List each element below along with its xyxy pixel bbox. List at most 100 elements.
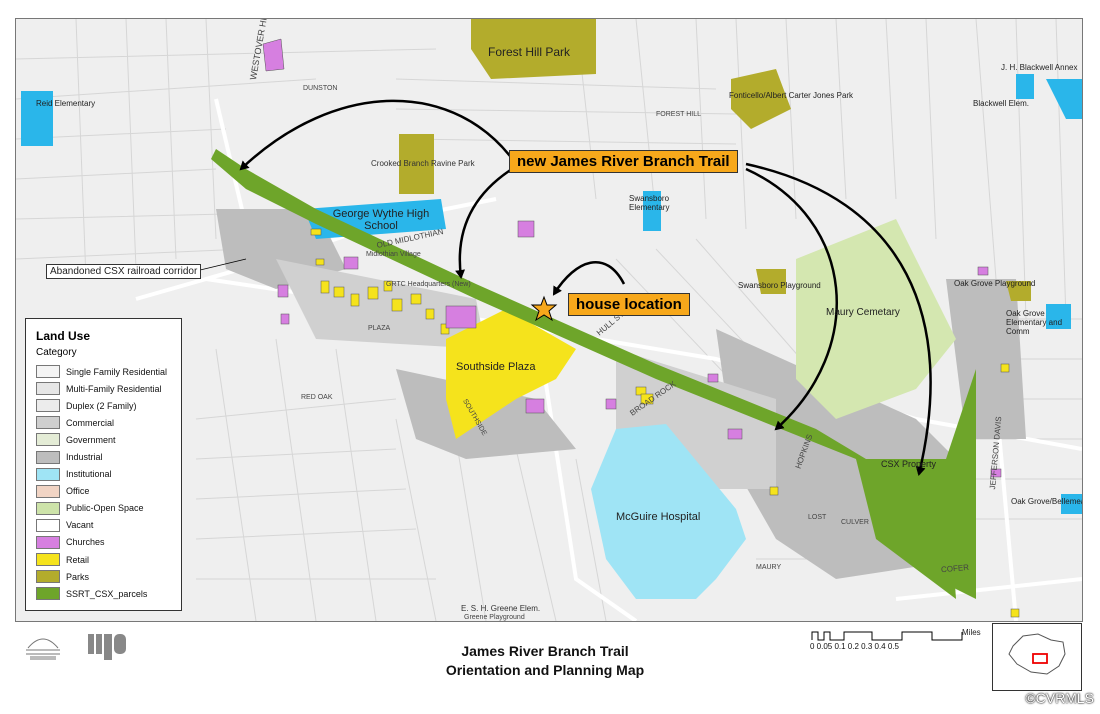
southside-plaza-label: Southside Plaza (456, 361, 536, 373)
legend-item-label: Vacant (66, 520, 94, 531)
blackwell-annex-label: J. H. Blackwell Annex (1001, 63, 1078, 72)
csx-property-label: CSX Property (881, 459, 937, 469)
legend-item: Government (36, 431, 167, 448)
street-forest-hill: FOREST HILL (656, 111, 701, 118)
crooked-branch-label: Crooked Branch Ravine Park (371, 159, 475, 168)
legend-item-label: Public-Open Space (66, 503, 144, 514)
street-maury: MAURY (756, 564, 782, 571)
greene-playground-label: Greene Playground (464, 614, 525, 621)
southside-plaza-shape (446, 309, 576, 439)
legend-item-label: Parks (66, 571, 90, 582)
house-star-icon (530, 295, 558, 322)
legend-swatch (36, 365, 60, 379)
legend-item: Public-Open Space (36, 500, 167, 517)
legend-category-label: Category (36, 347, 77, 358)
mpo-logo-icon (88, 634, 126, 660)
scale-unit: Miles (962, 628, 981, 637)
forest-hill-park-label: Forest Hill Park (488, 45, 571, 59)
legend-item-label: Government (66, 434, 116, 445)
street-red-oak: RED OAK (301, 394, 333, 401)
grtc-label: GRTC Headquarters (New) (386, 281, 471, 288)
legend-swatch (36, 553, 60, 567)
legend-title: Land Use (36, 329, 91, 343)
trail-callout: new James River Branch Trail (509, 150, 738, 173)
oak-grove-playground-label: Oak Grove Playground (954, 279, 1036, 288)
swansboro-playground-label: Swansboro Playground (738, 281, 821, 290)
legend-item-label: Duplex (2 Family) (66, 400, 137, 411)
legend-item: Vacant (36, 517, 167, 534)
copyright-watermark: ©CVRMLS (1025, 690, 1094, 706)
legend-item-label: Commercial (66, 417, 115, 428)
map-legend: Land Use Category Single Family Resident… (25, 318, 182, 611)
legend-item: Multi-Family Residential (36, 380, 167, 397)
greene-elem-label: E. S. H. Greene Elem. (461, 604, 541, 613)
reid-elem-label: Reid Elementary (36, 99, 96, 108)
logo-icons (26, 634, 126, 660)
legend-item-label: Churches (66, 537, 105, 548)
legend-item-label: Industrial (66, 452, 103, 463)
locator-inset (992, 623, 1082, 691)
house-location-callout: house location (568, 293, 690, 316)
corridor-callout: Abandoned CSX railroad corridor (46, 264, 202, 279)
legend-swatch (36, 450, 60, 464)
street-grid (16, 19, 1082, 621)
midlothian-village-label: Midlothian Village (366, 251, 421, 258)
legend-item-label: Single Family Residential (66, 366, 168, 377)
land-use-map[interactable]: Forest Hill Park Fonticello/Albert Carte… (15, 18, 1083, 622)
map-canvas (16, 19, 1082, 621)
map-title: James River Branch Trail Orientation and… (400, 642, 690, 680)
legend-swatch (36, 467, 60, 481)
legend-swatch (36, 382, 60, 396)
legend-item: Retail (36, 551, 167, 568)
mcguire-hospital-shape (591, 424, 746, 599)
blackwell-elem-label: Blackwell Elem. (973, 99, 1030, 108)
scale-numbers: 0 0.05 0.1 0.2 0.3 0.4 0.5 (810, 642, 899, 651)
agency-logos (18, 628, 138, 668)
legend-item-label: Multi-Family Residential (66, 383, 162, 394)
legend-swatch (36, 518, 60, 532)
oak-grove-bellemeade-label: Oak Grove/Bellemead (1011, 497, 1083, 506)
maury-cemetery-area (796, 219, 956, 419)
legend-item: Parks (36, 568, 167, 585)
legend-swatch (36, 587, 60, 601)
street-lost: LOST (808, 514, 827, 521)
legend-swatch (36, 501, 60, 515)
trail-arrows (239, 99, 932, 476)
legend-swatch (36, 484, 60, 498)
legend-item: Duplex (2 Family) (36, 397, 167, 414)
legend-swatch (36, 416, 60, 430)
street-culver: CULVER (841, 519, 869, 526)
map-title-line-2: Orientation and Planning Map (445, 662, 645, 678)
maury-cemetery-label: Maury Cemetary (826, 307, 900, 318)
oak-grove-elem-label: Oak Grove Elementary and Comm (1006, 309, 1063, 336)
map-title-line-1: James River Branch Trail (461, 643, 629, 659)
street-dunston: DUNSTON (303, 85, 338, 92)
legend-item-label: Retail (66, 554, 90, 565)
seal-logo-icon (26, 638, 60, 660)
legend-item: Institutional (36, 466, 167, 483)
legend-swatch (36, 399, 60, 413)
legend-item: SSRT_CSX_parcels (36, 585, 167, 602)
locator-map-icon (1008, 633, 1066, 675)
legend-swatch (36, 433, 60, 447)
legend-item: Office (36, 483, 167, 500)
legend-item-label: Institutional (66, 469, 112, 480)
legend-item: Industrial (36, 448, 167, 465)
mcguire-hospital-label: McGuire Hospital (616, 511, 701, 523)
legend-item: Commercial (36, 414, 167, 431)
trail-corridor (211, 149, 976, 599)
scale-bar: 0 0.05 0.1 0.2 0.3 0.4 0.5 Miles (810, 628, 981, 654)
legend-item-label: SSRT_CSX_parcels (66, 588, 148, 599)
legend-swatch (36, 535, 60, 549)
legend-item-label: Office (66, 486, 90, 497)
scale-bar-icon (811, 631, 963, 641)
george-wythe-label: George Wythe High School (332, 208, 430, 232)
swansboro-elem-label: Swansboro Elementary (629, 194, 670, 212)
legend-item: Single Family Residential (36, 363, 167, 380)
legend-item: Churches (36, 534, 167, 551)
legend-swatch (36, 570, 60, 584)
street-plaza: PLAZA (368, 325, 391, 332)
forest-hill-park-shape (471, 19, 596, 79)
fonticello-park-label: Fonticello/Albert Carter Jones Park (729, 91, 854, 100)
